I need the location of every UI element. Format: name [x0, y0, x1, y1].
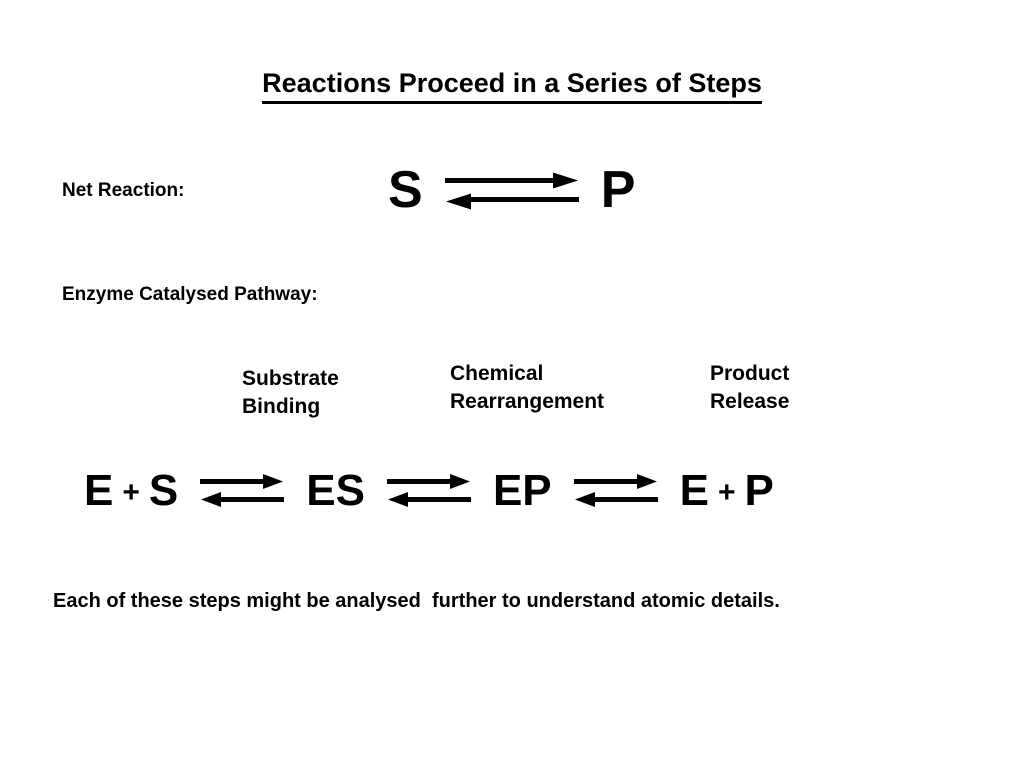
species-es-complex: ES [306, 466, 365, 515]
species-ep-complex: EP [492, 466, 552, 515]
species-enzyme-right: E [679, 466, 710, 515]
step-caption-substrate-binding: Substrate Binding [242, 365, 339, 421]
species-substrate: S [148, 466, 179, 515]
species-enzyme-left: E [84, 466, 114, 515]
step-1-line-2: Binding [242, 394, 321, 418]
equilibrium-arrow-icon-step-3 [552, 469, 680, 513]
step-1-line-1: Substrate [242, 367, 339, 390]
net-reaction-equation: S P [388, 160, 635, 220]
net-reactant-s: S [388, 161, 423, 219]
net-product-p: P [600, 161, 636, 219]
plus-sign-right: + [718, 476, 736, 509]
page-title: Reactions Proceed in a Series of Steps [0, 68, 1024, 104]
pathway-label: Enzyme Catalysed Pathway: [62, 284, 318, 305]
step-caption-product-release: Product Release [710, 360, 789, 416]
equilibrium-arrow-icon-step-2 [365, 469, 493, 513]
pathway-equation: E + S ES EP [84, 460, 774, 522]
step-3-line-1: Product [710, 362, 790, 385]
species-product: P [744, 466, 774, 515]
step-caption-chemical-rearrangement: Chemical Rearrangement [450, 360, 604, 416]
step-2-line-1: Chemical [450, 362, 544, 385]
equilibrium-arrow-icon [423, 167, 601, 213]
page-title-text: Reactions Proceed in a Series of Steps [262, 68, 762, 104]
footer-caption: Each of these steps might be analysed fu… [53, 590, 780, 612]
step-3-line-2: Release [710, 389, 790, 413]
net-reaction-label: Net Reaction: [62, 180, 185, 201]
plus-sign-left: + [122, 476, 140, 509]
step-2-line-2: Rearrangement [450, 389, 605, 413]
equilibrium-arrow-icon-step-1 [178, 469, 306, 513]
